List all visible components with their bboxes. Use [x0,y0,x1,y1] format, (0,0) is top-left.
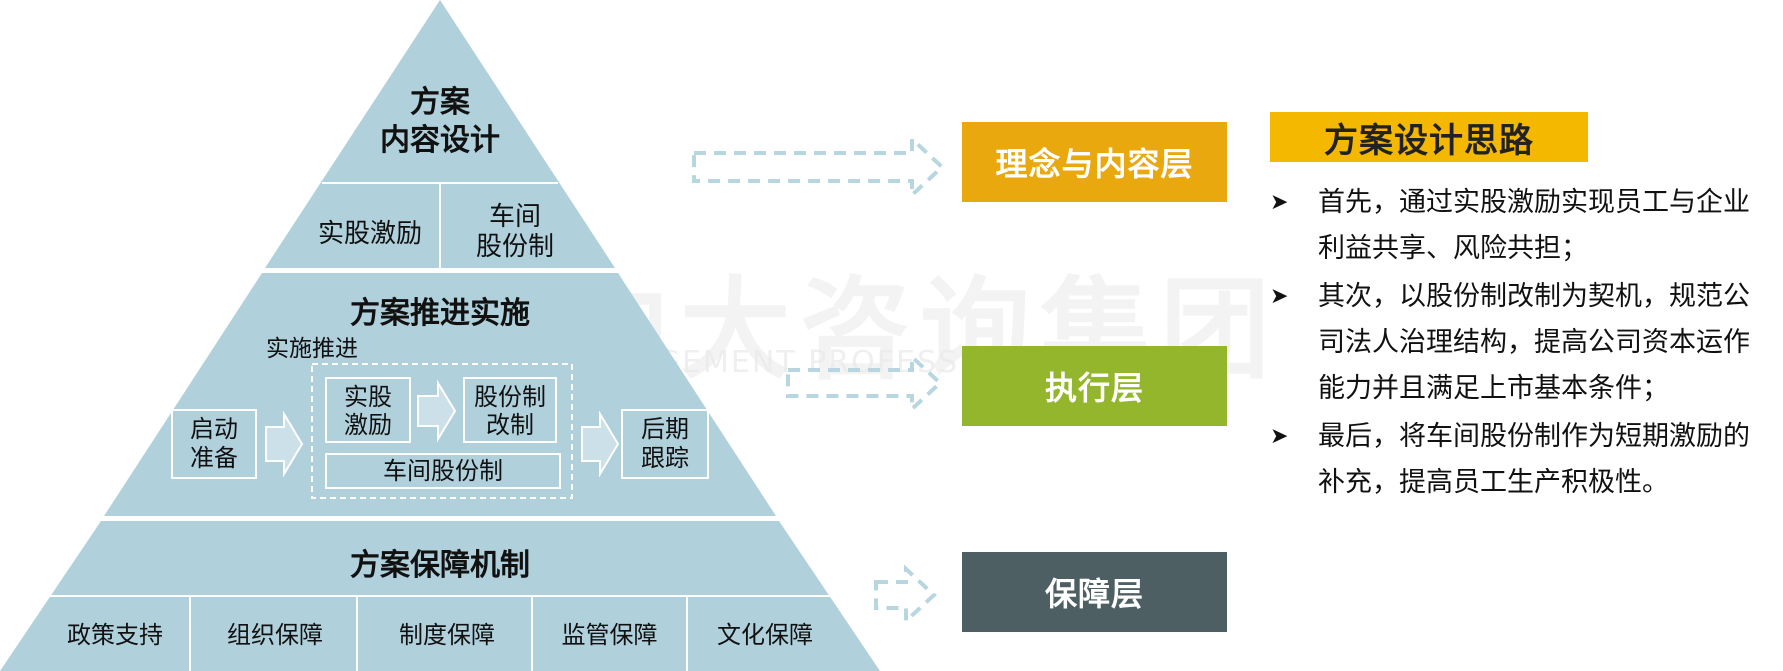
pyramid-middle-section [104,273,776,516]
start-label-line2: 准备 [190,444,238,472]
design-approach-points: ➤ 首先，通过实股激励实现员工与企业利益共享、风险共担； ➤ 其次，以股份制改制… [1270,180,1770,508]
flow-arrow-3 [581,410,620,478]
start-label: 启动 准备 [172,415,256,473]
top-title-line1: 方案 [410,85,470,120]
point-first-text: 首先，通过实股激励实现员工与企业利益共享、风险共担； [1318,187,1750,264]
start-label-line1: 启动 [190,415,238,443]
arrow-bullet-icon: ➤ [1270,424,1289,449]
pyramid-top-section [265,0,615,268]
point-first: ➤ 首先，通过实股激励实现员工与企业利益共享、风险共担； [1270,180,1770,272]
pyramid-graphic [0,0,880,671]
step-reform-label: 股份制 改制 [464,383,556,439]
bottom-item-culture: 文化保障 [717,621,813,649]
arrow-to-execution [786,352,943,414]
step-reform-line2: 改制 [486,411,534,439]
top-cell-workshop-line2: 股份制 [475,232,554,262]
layer-execution-box: 执行层 [962,346,1227,426]
top-cell-workshop-line1: 车间 [488,202,541,232]
end-label: 后期 跟踪 [622,415,708,473]
top-cell-workshop: 车间 股份制 [450,202,580,262]
flow-arrow-1 [265,410,304,478]
bottom-item-policy: 政策支持 [67,621,163,649]
step-equity-box [325,377,411,443]
implementation-group-label: 实施推进 [266,336,358,362]
point-second: ➤ 其次，以股份制改制为契机，规范公司法人治理结构，提高公司资本运作能力并且满足… [1270,274,1770,412]
bottom-title: 方案保障机制 [350,548,530,583]
layer-guarantee-box: 保障层 [962,552,1227,632]
implementation-group-box [311,363,573,499]
middle-title: 方案推进实施 [350,296,530,331]
bottom-item-organization: 组织保障 [227,621,323,649]
top-cell-equity: 实股激励 [317,219,422,249]
arrow-to-concept [692,134,945,200]
step-equity-label: 实股 激励 [326,383,410,439]
end-label-line1: 后期 [641,415,689,443]
layer-concept-box: 理念与内容层 [962,122,1227,202]
step-equity-line2: 激励 [344,411,392,439]
arrow-bullet-icon: ➤ [1270,284,1289,309]
step-equity-line1: 实股 [344,383,392,411]
arrow-to-guarantee [874,564,937,626]
step-reform-box [463,377,557,443]
point-second-text: 其次，以股份制改制为契机，规范公司法人治理结构，提高公司资本运作能力并且满足上市… [1318,281,1750,404]
bottom-item-supervision: 监管保障 [561,621,658,649]
bottom-item-system: 制度保障 [399,621,495,649]
top-title-line2: 内容设计 [380,123,500,158]
design-approach-title: 方案设计思路 [1270,112,1588,162]
end-box [621,409,709,479]
flow-arrow-2 [417,379,457,443]
arrow-bullet-icon: ➤ [1270,190,1289,215]
end-label-line2: 跟踪 [641,444,689,472]
start-box [171,409,257,479]
top-title: 方案 内容设计 [340,84,540,160]
point-third: ➤ 最后，将车间股份制作为短期激励的补充，提高员工生产积极性。 [1270,414,1770,506]
workshop-label: 车间股份制 [383,457,503,485]
step-reform-line1: 股份制 [474,383,546,411]
workshop-box [325,453,561,489]
point-third-text: 最后，将车间股份制作为短期激励的补充，提高员工生产积极性。 [1318,421,1750,498]
